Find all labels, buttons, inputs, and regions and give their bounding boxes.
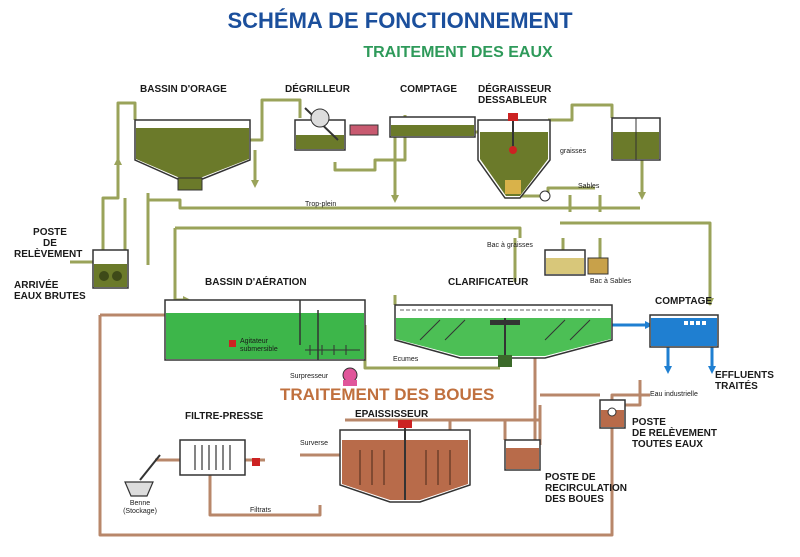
label-eaux-brutes: EAUX BRUTES (14, 291, 86, 302)
treated-pipes (612, 323, 714, 368)
label-submersible: submersible (240, 346, 278, 353)
label-comptage-top: COMPTAGE (400, 84, 458, 95)
label-clarificateur: CLARIFICATEUR (448, 277, 529, 288)
label-eau-industrielle: Eau industrielle (650, 391, 698, 398)
flow-arrow (638, 192, 646, 200)
label-bassin-orage: BASSIN D'ORAGE (140, 84, 227, 95)
label-benne: Benne (129, 500, 151, 507)
label-poste-toutes-3: TOUTES EAUX (632, 439, 703, 450)
flow-arrow (251, 180, 259, 188)
flow-arrow (645, 321, 653, 329)
label-filtre-presse: FILTRE-PRESSE (185, 411, 264, 422)
poste-releve-tank (92, 249, 129, 289)
decant-tanks (611, 117, 661, 161)
flow-arrow (706, 298, 714, 306)
label-epaississeur: EPAISSISSEUR (355, 409, 429, 420)
bassin-orage-tank (134, 119, 251, 191)
page-subtitle: TRAITEMENT DES EAUX (363, 44, 553, 61)
label-filtrats: Filtrats (250, 507, 271, 514)
degraisseur-tank (477, 113, 551, 202)
label-traites: TRAITÉS (715, 381, 758, 392)
label-degrilleur: DÉGRILLEUR (285, 84, 350, 95)
benne-container (124, 454, 161, 497)
label-poste-releve-1: POSTE (33, 227, 67, 238)
bac-graisses-tank (544, 249, 586, 276)
label-bassin-aeration: BASSIN D'AÉRATION (205, 277, 307, 288)
label-surpresseur: Surpresseur (290, 373, 329, 380)
label-poste-toutes-2: DE RELÈVEMENT (632, 428, 718, 439)
page-title: SCHÉMA DE FONCTIONNEMENT (227, 8, 573, 33)
comptage-top-channel (389, 116, 476, 138)
filtre-presse-unit (179, 439, 260, 476)
label-ecumes: Ecumes (393, 356, 419, 363)
label-poste-recirculation-1: POSTE DE (545, 472, 596, 483)
label-surverse: Surverse (300, 440, 329, 447)
label-poste-releve-2: DE (43, 238, 57, 249)
bassin-aeration-tank (164, 299, 366, 361)
label-dessableur: DESSABLEUR (478, 95, 547, 106)
surpresseur-pump (342, 367, 358, 386)
flow-arrow (664, 366, 672, 374)
flow-arrow (708, 366, 716, 374)
label-comptage-right: COMPTAGE (655, 296, 713, 307)
label-graisses: graisses (560, 148, 587, 155)
flow-arrow (391, 195, 399, 203)
degrilleur-unit (294, 107, 379, 151)
label-bac-graisses: Bac à graisses (487, 242, 533, 249)
label-agitateur: Agitateur (240, 338, 269, 345)
epaississeur-tank (339, 420, 471, 503)
comptage-right-tank (649, 314, 719, 348)
poste-toutes-eaux-tank (599, 399, 626, 429)
section-title-boues: TRAITEMENT DES BOUES (280, 385, 495, 404)
label-poste-toutes-1: POSTE (632, 417, 666, 428)
bac-sables-tank (587, 257, 609, 275)
label-poste-recirculation-2: RECIRCULATION (545, 483, 628, 494)
label-poste-recirculation-3: DES BOUES (545, 494, 604, 505)
label-degraisseur: DÉGRAISSEUR (478, 84, 552, 95)
clarificateur-tank (394, 304, 613, 367)
poste-recirculation-tank (504, 439, 541, 471)
label-bac-sables: Bac à Sables (590, 278, 632, 285)
label-stockage: (Stockage) (123, 508, 157, 515)
label-trop-plein: Trop-plein (305, 201, 337, 208)
flow-arrow (114, 157, 122, 165)
label-poste-releve-3: RELÈVEMENT (14, 249, 83, 260)
label-sables: Sables (578, 183, 600, 190)
label-effluents: EFFLUENTS (715, 370, 774, 381)
label-arrivee: ARRIVÉE (14, 280, 59, 291)
